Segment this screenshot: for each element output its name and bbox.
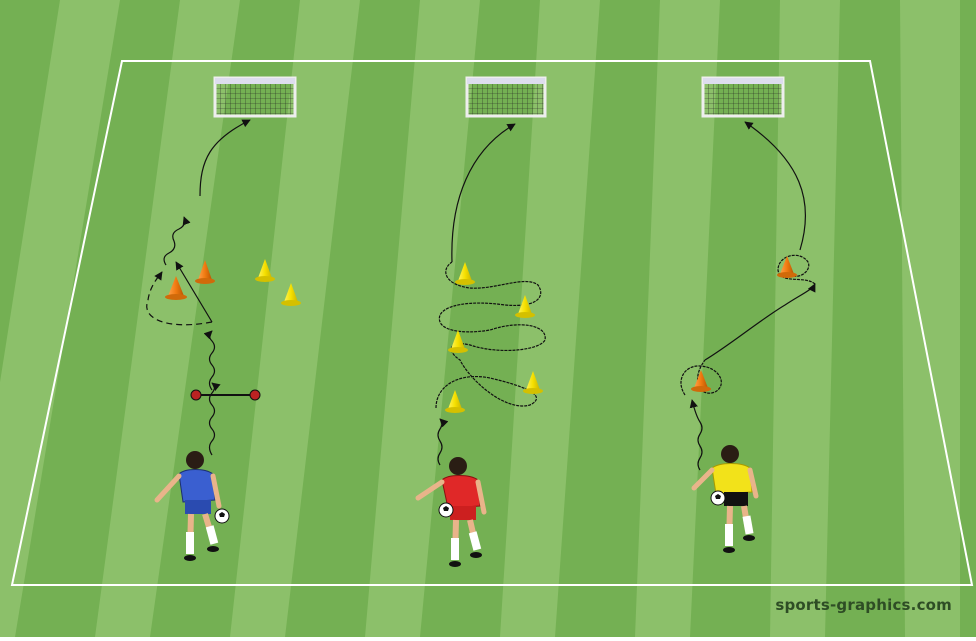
goal-middle — [467, 78, 545, 116]
goal-right — [703, 78, 783, 116]
goal-left — [215, 78, 295, 116]
watermark: sports-graphics.com — [775, 596, 952, 614]
